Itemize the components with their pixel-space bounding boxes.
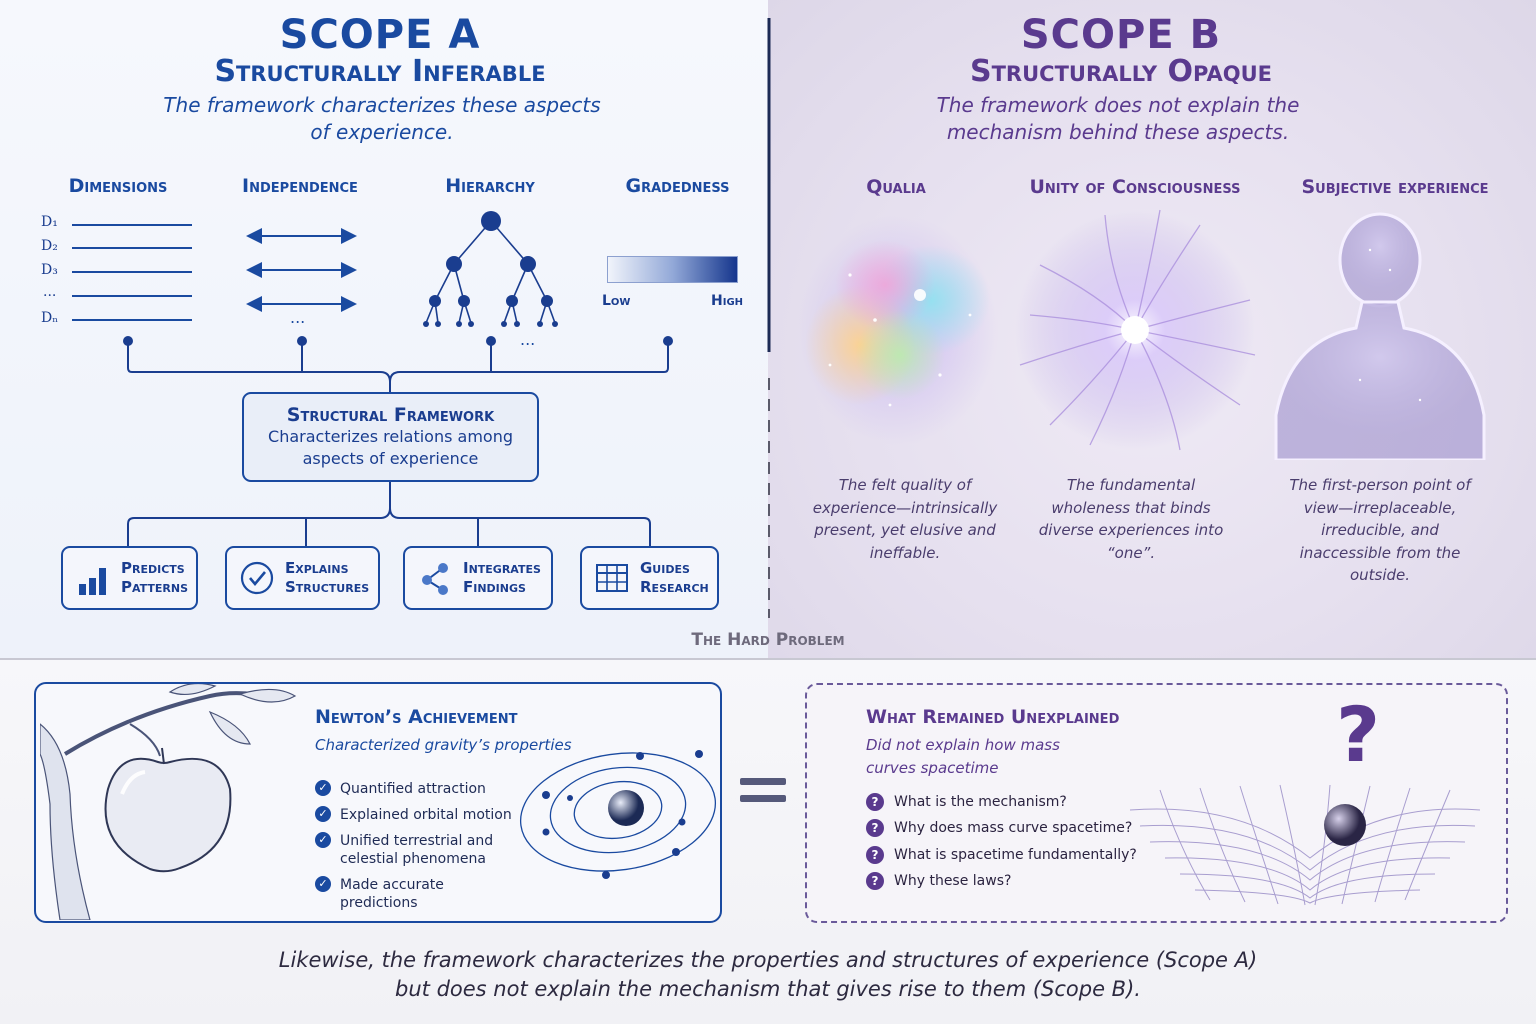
dimension-label: D₁	[41, 214, 58, 230]
dimensions-heading: Dimensions	[68, 175, 168, 197]
conclusion-line-2: but does not explain the mechanism that …	[395, 977, 1141, 1001]
subjective-description: The first-person point of view—irreplace…	[1289, 476, 1471, 584]
dimension-label: D₂	[41, 238, 58, 254]
hard-problem-label: The Hard Problem	[691, 630, 845, 650]
question-icon: ?	[866, 793, 884, 811]
independence-arrows	[246, 228, 357, 312]
dimension-label: D₃	[41, 262, 58, 278]
unexplained-box	[805, 683, 1508, 923]
hierarchy-heading: Hierarchy	[445, 175, 535, 197]
question-icon: ?	[866, 819, 884, 837]
check-icon: ✓	[315, 832, 331, 848]
subjective-heading: Subjective experience	[1301, 176, 1489, 198]
equals-sign	[740, 778, 786, 802]
dimension-line	[72, 295, 192, 297]
gradedness-heading: Gradedness	[625, 175, 730, 197]
newton-subtitle: Characterized gravity’s properties	[315, 736, 572, 754]
hierarchy-tree	[423, 211, 558, 327]
unexplained-title: What Remained Unexplained	[866, 706, 1120, 728]
unexplained-question: ?Why does mass curve spacetime?	[866, 819, 1132, 837]
check-icon: ✓	[315, 876, 331, 892]
network-icon	[422, 563, 448, 595]
spacetime-curvature-illustration	[1129, 784, 1481, 906]
check-icon: ✓	[315, 806, 331, 822]
qualia-description: The felt quality of experience—intrinsic…	[812, 476, 998, 562]
dimension-line	[72, 271, 192, 273]
bar-chart-icon	[79, 568, 106, 595]
conclusion-line-1: Likewise, the framework characterizes th…	[278, 948, 1258, 972]
qualia-nebula-illustration	[798, 215, 998, 445]
qualia-heading: Qualia	[866, 176, 926, 198]
action-label: Integrates Findings	[463, 559, 541, 596]
check-icon: ✓	[315, 780, 331, 796]
action-label: Predicts Patterns	[121, 559, 189, 596]
independence-heading: Independence	[242, 175, 358, 197]
scope-b-description: The framework does not explain the mecha…	[936, 93, 1300, 144]
unity-heading: Unity of Consciousness	[1029, 176, 1241, 198]
gradedness-bar	[607, 256, 738, 283]
scope-a-subtitle: Structurally Inferable	[214, 54, 546, 89]
structural-framework-box: Structural Framework Characterizes relat…	[242, 392, 539, 482]
framework-connectors	[123, 336, 673, 546]
dimension-line	[72, 319, 192, 321]
guides-research-box: Guides Research	[580, 546, 719, 610]
explains-structures-box: Explains Structures	[225, 546, 380, 610]
question-icon: ?	[866, 846, 884, 864]
big-question-mark: ?	[1336, 690, 1381, 779]
unity-description: The fundamental wholeness that binds div…	[1038, 476, 1224, 562]
scope-a-description: The framework characterizes these aspect…	[163, 93, 601, 144]
dimension-line	[72, 247, 192, 249]
action-label: Guides Research	[640, 559, 709, 596]
unexplained-question: ?Why these laws?	[866, 872, 1011, 890]
gradedness-high-label: High	[711, 293, 744, 309]
orbit-illustration	[519, 750, 717, 879]
unity-starburst-illustration	[1015, 209, 1256, 451]
framework-title: Structural Framework	[286, 404, 495, 426]
framework-description: Characterizes relations among aspects of…	[268, 427, 513, 468]
scope-a-title: SCOPE A	[279, 12, 481, 58]
check-circle-icon	[240, 561, 274, 595]
gradedness-low-label: Low	[602, 293, 631, 309]
integrates-findings-box: Integrates Findings	[403, 546, 553, 610]
action-label: Explains Structures	[285, 559, 370, 596]
conclusion-text: Likewise, the framework characterizes th…	[0, 946, 1536, 1004]
subjective-silhouette-illustration	[1274, 212, 1486, 460]
horizontal-divider	[0, 658, 1536, 660]
hierarchy-ellipsis: ...	[520, 330, 536, 349]
dimension-label: Dₙ	[41, 310, 59, 326]
newton-item: ✓Explained orbital motion	[315, 806, 515, 824]
newton-title: Newton’s Achievement	[315, 706, 518, 728]
scope-b-title: SCOPE B	[1020, 12, 1222, 58]
independence-ellipsis: ...	[290, 308, 306, 327]
newton-item: ✓Made accurate predictions	[315, 876, 515, 912]
table-grid-icon	[596, 564, 628, 592]
apple-tree-illustration	[40, 684, 297, 920]
unexplained-question: ?What is the mechanism?	[866, 793, 1067, 811]
newton-item: ✓Unified terrestrial and celestial pheno…	[315, 832, 505, 868]
scope-b-subtitle: Structurally Opaque	[970, 54, 1272, 89]
unexplained-question: ?What is spacetime fundamentally?	[866, 846, 1137, 864]
dimension-label: ...	[43, 284, 57, 300]
scope-divider	[767, 18, 771, 618]
unexplained-subtitle: Did not explain how mass curves spacetim…	[866, 736, 1060, 777]
predicts-patterns-box: Predicts Patterns	[61, 546, 198, 610]
question-icon: ?	[866, 872, 884, 890]
dimension-line	[72, 224, 192, 226]
newton-item: ✓Quantified attraction	[315, 780, 515, 798]
